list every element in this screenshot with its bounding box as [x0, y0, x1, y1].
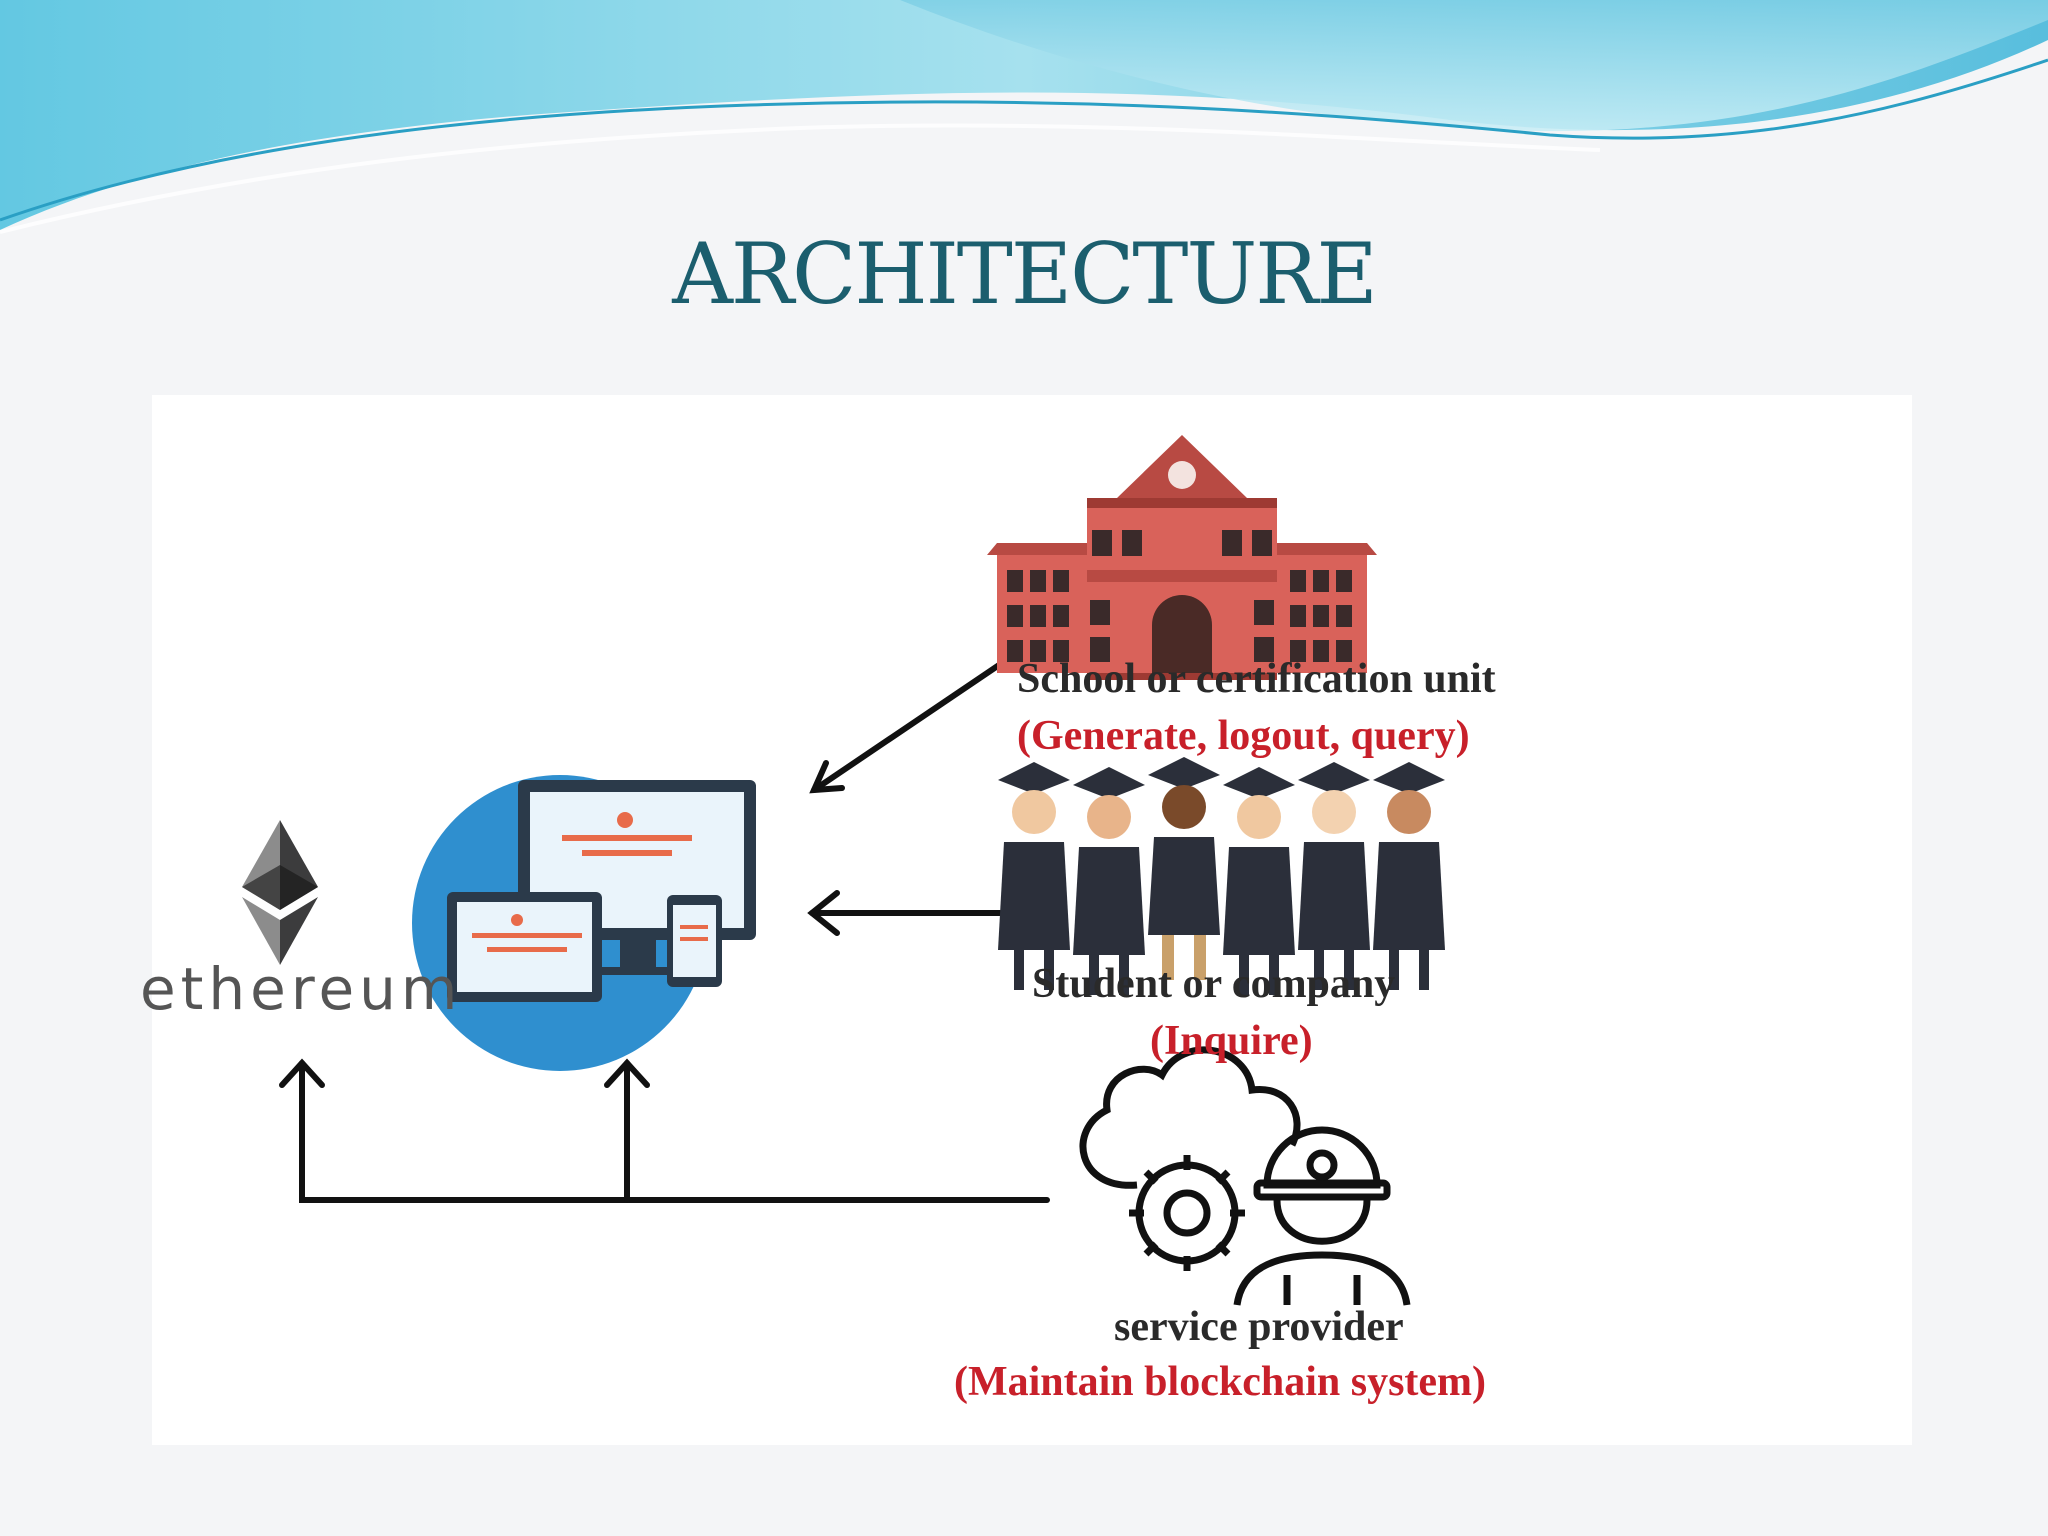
arrow-students-to-app [807, 890, 1003, 936]
multi-device-app-icon [412, 775, 756, 1071]
actor-school-role: (Generate, logout, query) [1017, 713, 1470, 759]
school-building-icon [987, 435, 1377, 680]
ethereum-wordmark: ethereum [140, 955, 463, 1023]
actor-student-name: Student or company [1032, 961, 1396, 1007]
arrow-school-to-app [809, 660, 1005, 794]
ethereum-diamond-icon [242, 820, 318, 965]
actor-school-name: School or certification unit [1017, 656, 1496, 702]
graduates-group-icon [998, 757, 1445, 995]
actor-student-role: (Inquire) [1150, 1018, 1313, 1064]
actor-provider-name: service provider [1114, 1304, 1404, 1350]
engineer-cloud-gear-icon [1079, 1046, 1411, 1306]
header-wave-decoration [0, 0, 2048, 234]
actor-provider-role: (Maintain blockchain system) [954, 1359, 1487, 1405]
slide-title: ARCHITECTURE [672, 225, 1378, 323]
arrow-provider-to-ethereum-and-app [279, 1058, 1050, 1203]
architecture-diagram: ethereum School or certification unit (G… [140, 395, 1912, 1445]
diagram-canvas [242, 435, 1445, 1306]
